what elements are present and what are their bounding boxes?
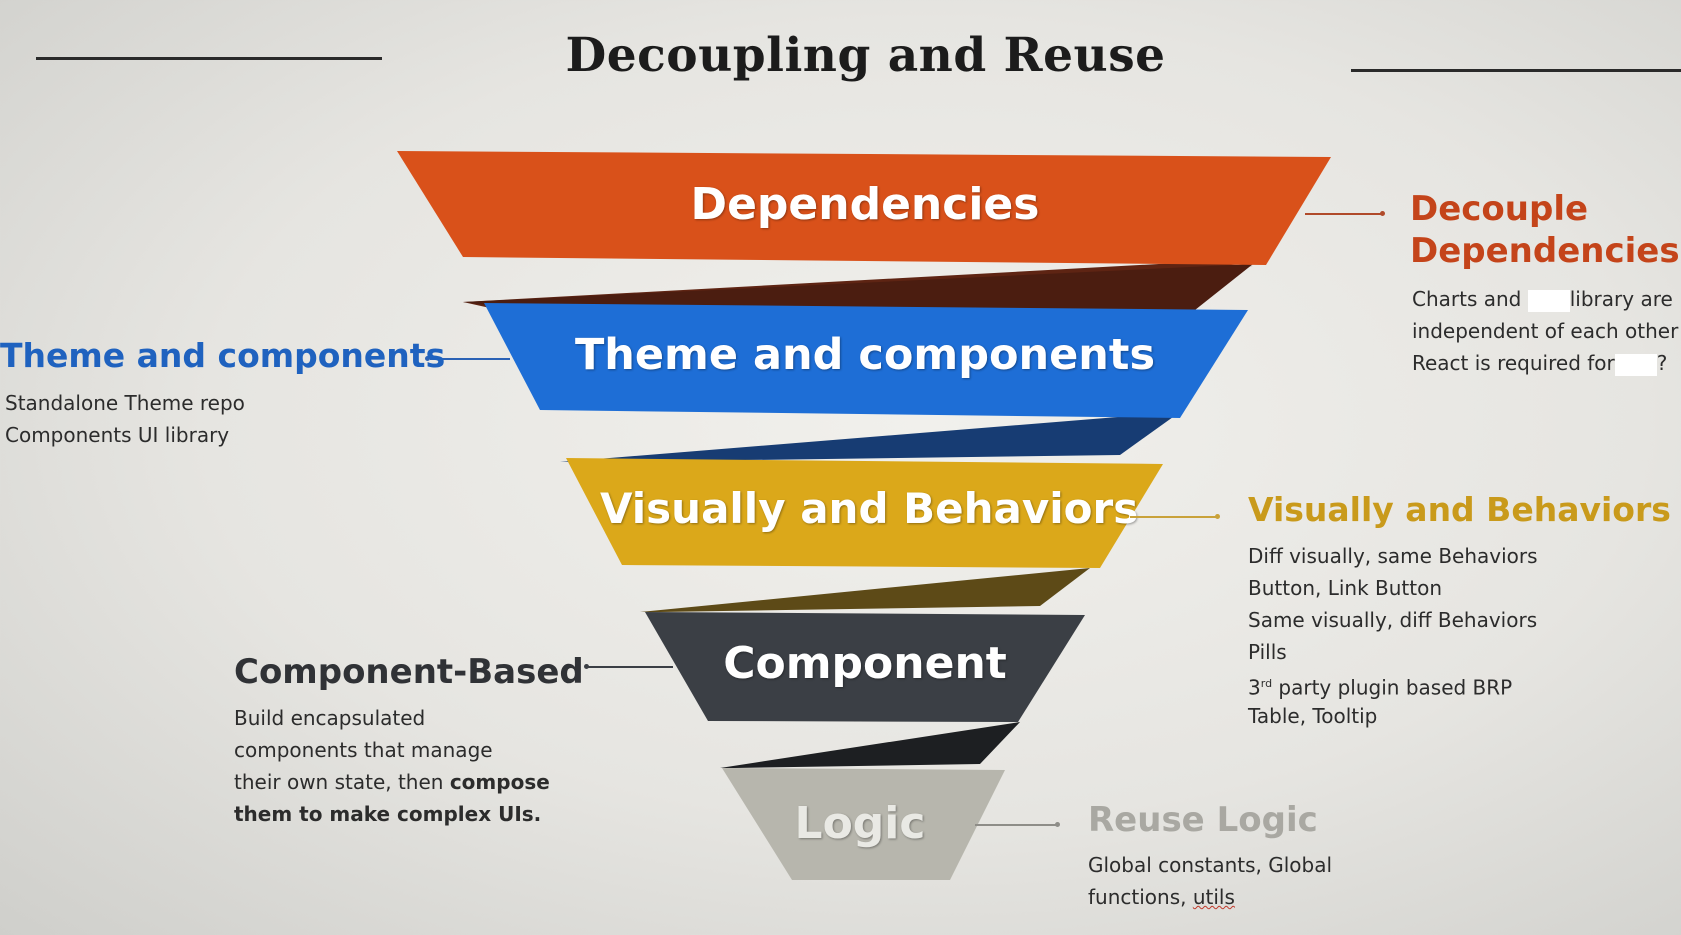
connector-dot-component <box>584 664 589 669</box>
component-line4: them to make complex UIs. <box>234 802 542 826</box>
decouple-heading: Decouple Dependencies <box>1410 188 1680 272</box>
redacted-box <box>1614 353 1657 376</box>
band-label-component: Component <box>723 638 1007 689</box>
connector-component <box>588 666 673 668</box>
band-logic <box>722 768 1005 880</box>
band-visual <box>566 458 1163 568</box>
connector-visual <box>1130 516 1218 518</box>
logic-heading: Reuse Logic <box>1088 800 1318 840</box>
component-heading: Component-Based <box>234 652 584 692</box>
connector-dot-theme <box>425 356 430 361</box>
decouple-line1-a: Charts and <box>1412 287 1522 311</box>
decouple-heading-line1: Decouple <box>1410 189 1589 229</box>
band-theme <box>484 303 1248 418</box>
band-label-theme: Theme and components <box>574 330 1156 380</box>
visual-line5-sup: rd <box>1260 677 1273 690</box>
visual-line1: Diff visually, same Behaviors <box>1248 544 1538 568</box>
visual-line5-num: 3 <box>1248 675 1261 700</box>
component-line2: components that manage <box>234 738 493 762</box>
decouple-heading-line2: Dependencies <box>1410 231 1680 271</box>
connector-dot-logic <box>1055 822 1060 827</box>
band-label-dependencies: Dependencies <box>690 179 1040 230</box>
decouple-line2: independent of each other <box>1412 319 1679 343</box>
logic-line2-b: utils <box>1192 885 1235 909</box>
logic-line2-a: functions, <box>1088 885 1193 909</box>
fold-theme-visual <box>560 412 1180 462</box>
connector-dot-decouple <box>1380 211 1385 216</box>
component-line3-a: their own state, then <box>234 770 450 794</box>
connector-logic <box>975 824 1057 826</box>
decouple-line1-b: library are <box>1569 287 1673 311</box>
decouple-line3-a: React is required for <box>1412 351 1615 375</box>
theme-line2: Components UI library <box>5 423 230 447</box>
connector-theme <box>430 358 510 360</box>
connector-decouple <box>1305 213 1383 215</box>
fold-visual-component <box>640 568 1090 612</box>
connector-dot-visual <box>1215 514 1220 519</box>
visual-line4: Pills <box>1248 640 1287 664</box>
component-body: Build encapsulated components that manag… <box>234 702 550 830</box>
visual-body: Diff visually, same Behaviors Button, Li… <box>1248 540 1538 732</box>
visual-line3: Same visually, diff Behaviors <box>1248 608 1538 632</box>
decouple-line3-b: ? <box>1656 351 1668 375</box>
redacted-box <box>1527 289 1570 312</box>
title-rule-right <box>1351 69 1681 72</box>
theme-line1: Standalone Theme repo <box>5 391 245 415</box>
visual-line2: Button, Link Button <box>1248 576 1443 600</box>
decouple-body: Charts and library are independent of ea… <box>1412 283 1678 379</box>
component-line3-b: compose <box>449 770 550 794</box>
visual-line5-rest: party plugin based BRP <box>1272 675 1513 700</box>
logic-body: Global constants, Global functions, util… <box>1088 849 1332 913</box>
visual-line6: Table, Tooltip <box>1248 704 1378 728</box>
theme-body: Standalone Theme repo Components UI libr… <box>5 387 245 451</box>
component-line1: Build encapsulated <box>234 706 426 730</box>
band-dependencies <box>397 151 1331 265</box>
fold-dependencies-theme-back <box>463 264 1253 312</box>
band-label-visual: Visually and Behaviors <box>600 484 1139 533</box>
title-rule-left <box>36 57 382 60</box>
page-title: Decoupling and Reuse <box>565 28 1166 83</box>
visual-heading: Visually and Behaviors <box>1248 490 1671 529</box>
theme-heading: Theme and components <box>0 336 446 375</box>
logic-line1: Global constants, Global <box>1088 853 1333 877</box>
band-component <box>645 612 1085 722</box>
fold-component-logic <box>720 722 1020 768</box>
band-label-logic: Logic <box>794 798 926 849</box>
